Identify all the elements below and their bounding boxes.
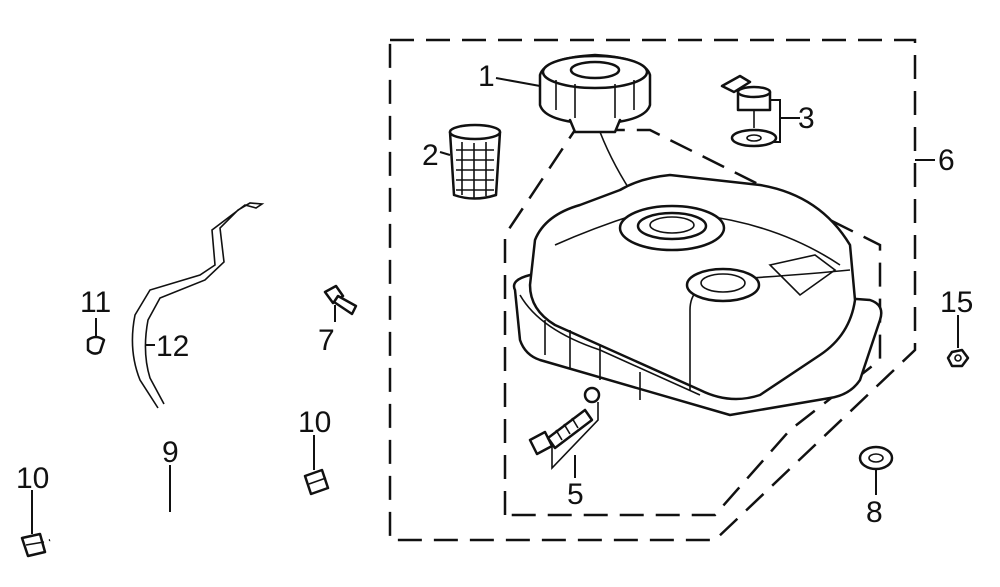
bolt [323,284,358,316]
callout-10-left: 10 [16,462,49,495]
nut [946,348,970,368]
drain-bolt [528,402,599,470]
callout-8: 8 [866,496,883,529]
callout-12: 12 [156,330,189,363]
callout-1: 1 [478,60,495,93]
hose-clip-left [20,532,47,558]
washer [858,445,894,471]
fuel-strainer [448,123,502,200]
callout-6: 6 [938,144,955,177]
vent-valve [720,74,778,148]
callout-9: 9 [162,436,179,469]
callout-10-right: 10 [298,406,331,439]
leader-lines [31,77,959,534]
fuel-tank [512,173,883,417]
hose-clip-right [303,468,330,496]
callout-7: 7 [318,324,335,357]
fuel-cap [538,53,673,223]
tube-clip [86,335,106,355]
callout-2: 2 [422,139,439,172]
callout-labels: 1 2 3 5 6 7 8 9 10 10 11 12 15 [16,60,973,529]
fuel-hose [48,476,314,544]
callout-5: 5 [567,478,584,511]
callout-15: 15 [940,286,973,319]
assembly-boundary [388,38,917,542]
callout-3: 3 [798,102,815,135]
callout-11: 11 [80,286,111,319]
breather-tube [131,202,265,409]
